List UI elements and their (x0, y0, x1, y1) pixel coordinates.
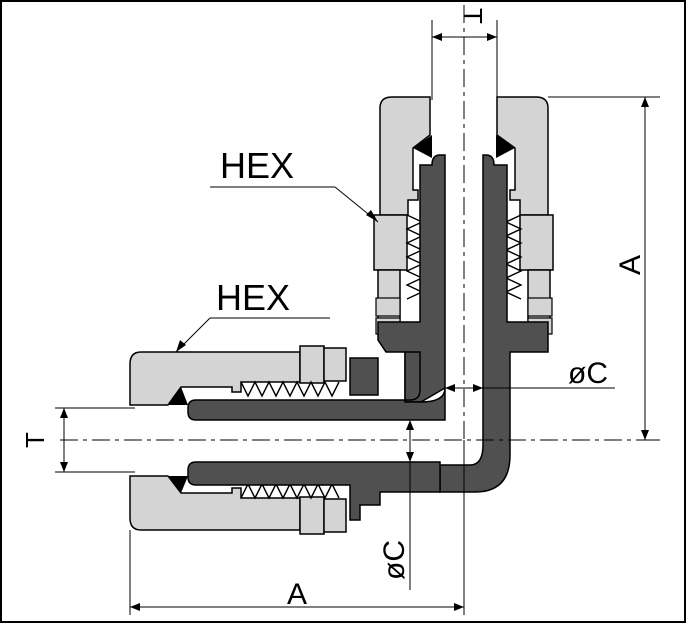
lower-thread-top (240, 380, 340, 398)
dim-a-vertical-label: A (614, 255, 647, 275)
dim-t-top-label: T (458, 8, 488, 24)
upper-thread-left (405, 214, 424, 300)
elbow-body (187, 154, 549, 521)
hex-label-lower: HEX (216, 277, 290, 318)
lower-nut (129, 345, 347, 535)
dim-t-left-label: T (20, 432, 50, 448)
hex-label-upper: HEX (220, 145, 294, 186)
arrowheads (60, 33, 649, 611)
dim-c-lower-label: øC (378, 540, 411, 580)
dim-a-horizontal-label: A (287, 578, 307, 611)
ferrules (168, 135, 515, 493)
dimension-lines (55, 20, 660, 615)
dim-c-upper-label: øC (568, 357, 608, 390)
upper-thread-right (504, 214, 523, 300)
center-lines (60, 5, 660, 441)
